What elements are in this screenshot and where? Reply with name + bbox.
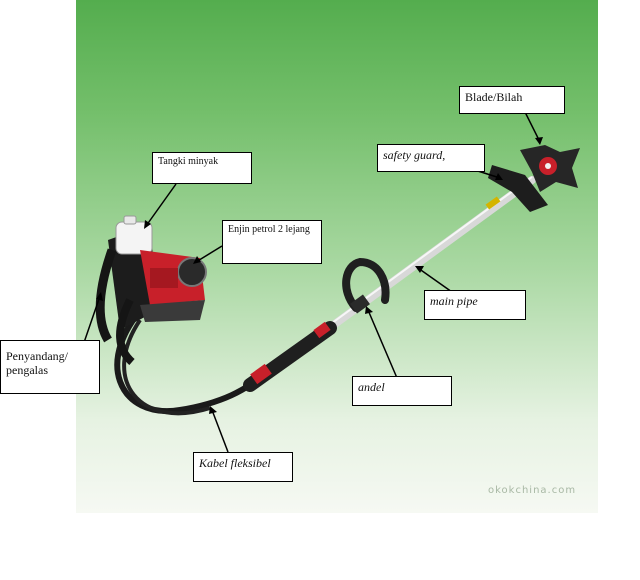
label-blade: Blade/Bilah — [459, 86, 565, 114]
label-flexible-cable: Kabel fleksibel — [193, 452, 293, 482]
leader-blade — [525, 112, 540, 142]
harness-strap — [100, 250, 112, 340]
engine-cover — [150, 268, 178, 288]
label-safety-guard: safety guard, — [377, 144, 485, 172]
label-flexible-cable-text: Kabel fleksibel — [199, 456, 271, 470]
leader-blade-arrow — [535, 137, 543, 145]
leader-engine — [196, 246, 222, 262]
leader-handle — [368, 310, 397, 378]
label-main-pipe-text: main pipe — [430, 294, 478, 308]
label-blade-text: Blade/Bilah — [465, 90, 522, 104]
label-main-pipe: main pipe — [424, 290, 526, 320]
blade-hub-center — [545, 163, 551, 169]
label-harness: Penyandang/ pengalas — [0, 340, 100, 394]
label-handle: andel — [352, 376, 452, 406]
label-handle-text: andel — [358, 380, 385, 394]
label-engine: Enjin petrol 2 lejang — [222, 220, 322, 264]
leader-main-pipe — [418, 268, 452, 292]
leader-flexible-cable-arrow — [209, 406, 217, 414]
fuel-cap — [124, 216, 136, 224]
label-fuel-tank: Tangki minyak — [152, 152, 252, 184]
leader-fuel-tank — [146, 184, 176, 226]
label-harness-text: Penyandang/ pengalas — [6, 349, 68, 377]
leader-handle-arrow — [365, 306, 373, 314]
label-fuel-tank-text: Tangki minyak — [158, 156, 218, 167]
leader-flexible-cable — [212, 410, 228, 452]
engine-pulley — [178, 258, 206, 286]
watermark: okokchina.com — [488, 485, 576, 496]
flexible-cable-loop — [124, 320, 210, 413]
label-safety-guard-text: safety guard, — [383, 148, 445, 162]
label-engine-text: Enjin petrol 2 lejang — [228, 224, 310, 235]
